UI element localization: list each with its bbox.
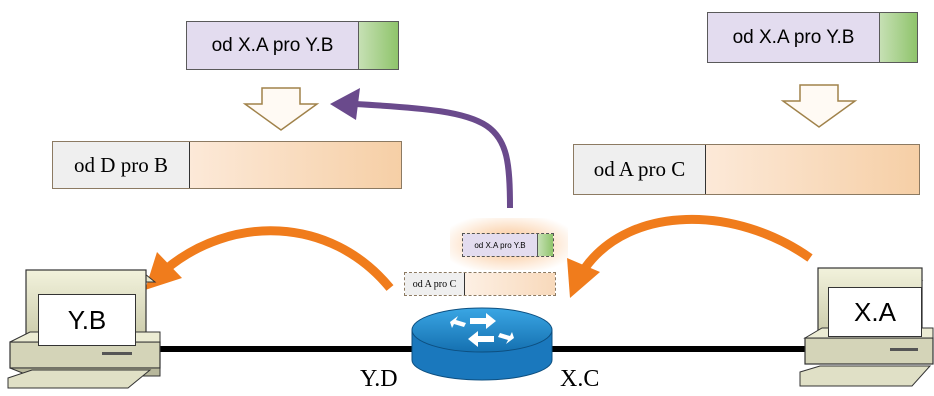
outer-packet-label: od X.A pro Y.B bbox=[732, 26, 855, 48]
outer-packet-header: od X.A pro Y.B bbox=[187, 22, 359, 69]
inner-packet-label: od D pro B bbox=[74, 152, 168, 177]
interface-label-right: X.C bbox=[560, 366, 599, 393]
outer-packet-header: od X.A pro Y.B bbox=[463, 234, 538, 256]
inner-packet-header: od A pro C bbox=[574, 145, 706, 194]
outer-packet-label: od X.A pro Y.B bbox=[474, 240, 526, 250]
purple-arrow-icon bbox=[330, 88, 513, 209]
orange-arrow-icon-right bbox=[567, 214, 813, 298]
host-label-left: Y.B bbox=[38, 294, 136, 346]
inner-packet-label: od A pro C bbox=[412, 278, 457, 290]
outer-packet-router: od X.A pro Y.B bbox=[462, 233, 554, 257]
inner-packet-payload bbox=[706, 145, 919, 194]
interface-name: X.C bbox=[560, 366, 600, 392]
host-label-right: X.A bbox=[828, 287, 922, 337]
inner-packet-top-left: od D pro B bbox=[52, 141, 402, 189]
inner-packet-label: od A pro C bbox=[593, 157, 686, 181]
inner-packet-payload bbox=[190, 142, 401, 188]
interface-name: Y.D bbox=[360, 366, 398, 392]
inner-packet-payload bbox=[465, 273, 555, 295]
outer-packet-payload bbox=[359, 22, 398, 69]
inner-packet-router: od A pro C bbox=[404, 272, 556, 296]
router-icon bbox=[411, 307, 553, 381]
outer-packet-top-right: od X.A pro Y.B bbox=[707, 12, 918, 63]
outer-packet-header: od X.A pro Y.B bbox=[708, 13, 880, 62]
outer-packet-top-left: od X.A pro Y.B bbox=[186, 21, 399, 70]
down-arrow-icon-right bbox=[780, 84, 858, 128]
inner-packet-header: od A pro C bbox=[405, 273, 465, 295]
outer-packet-label: od X.A pro Y.B bbox=[211, 34, 334, 56]
inner-packet-top-right: od A pro C bbox=[573, 144, 920, 195]
orange-arrow-icon-left bbox=[145, 226, 394, 291]
host-name: X.A bbox=[854, 296, 896, 327]
down-arrow-icon-left bbox=[242, 87, 320, 131]
outer-packet-payload bbox=[880, 13, 917, 62]
host-name: Y.B bbox=[67, 304, 107, 335]
inner-packet-header: od D pro B bbox=[53, 142, 190, 188]
outer-packet-payload bbox=[538, 234, 553, 256]
interface-label-left: Y.D bbox=[360, 366, 398, 393]
